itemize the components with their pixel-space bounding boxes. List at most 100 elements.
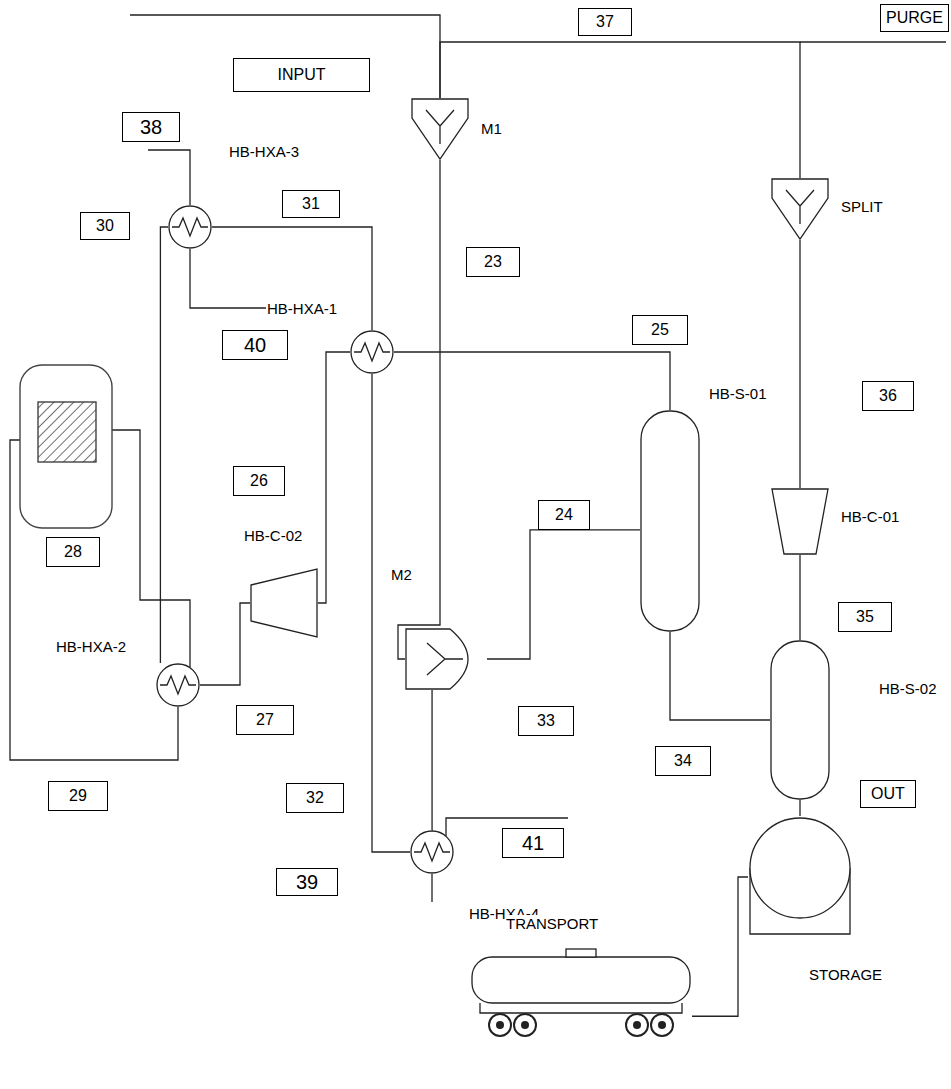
cooling-line-38 [148, 150, 190, 205]
mixer-symbol [411, 98, 469, 160]
stream-line [394, 352, 670, 410]
equipment-name: SPLIT [840, 198, 884, 216]
stream-callout: PURGE [880, 4, 949, 32]
equipment-name: HB-C-02 [243, 527, 303, 545]
stream-callout: 23 [466, 247, 520, 277]
stream-callout: 32 [286, 783, 344, 813]
mixer-symbol [405, 628, 487, 690]
stream-line [212, 227, 372, 330]
callout-number: 25 [651, 321, 669, 339]
callout-number: PURGE [886, 9, 943, 27]
equipment-node: M1 [411, 98, 469, 160]
equipment-name: HB-HXA-3 [228, 143, 300, 161]
equipment-node: HB-HXA-4 [410, 830, 454, 874]
stream-callout: 39 [276, 868, 338, 896]
stream-line [487, 530, 640, 659]
compressor-symbol [250, 568, 318, 638]
equipment-node: SPLIT [771, 178, 829, 240]
stream-callout: 37 [578, 8, 632, 36]
stream-line [160, 227, 168, 663]
equipment-name: HB-S-01 [708, 385, 768, 403]
stream-callout: 36 [862, 381, 914, 411]
callout-number: 36 [879, 387, 897, 405]
equipment-node: M2 [405, 628, 487, 690]
stream-callout: 31 [282, 190, 340, 218]
reactor-outlet-line [112, 430, 190, 667]
stream-line [800, 555, 801, 640]
stream-callout: 34 [655, 746, 711, 776]
heat-exchanger-symbol [156, 663, 200, 707]
stream-line [440, 42, 800, 178]
purge-line [800, 41, 946, 42]
callout-number: 37 [596, 13, 614, 31]
stream-callout: 41 [502, 828, 564, 858]
storage-tank [748, 816, 852, 938]
stream-line [398, 160, 440, 659]
stream-line [318, 352, 350, 603]
callout-number: 40 [244, 334, 266, 357]
compressor-symbol [771, 488, 829, 555]
callout-number: 29 [69, 787, 87, 805]
equipment-name: HB-HXA-1 [266, 300, 338, 318]
stream-callout: 26 [233, 466, 285, 496]
heat-exchanger-symbol [410, 830, 454, 874]
callout-number: OUT [871, 785, 905, 803]
rail-tank-car [470, 945, 692, 1040]
equipment-node: HB-S-01 [640, 410, 700, 632]
callout-number: 27 [256, 711, 274, 729]
equipment-name: TRANSPORT [505, 915, 599, 933]
separator-vessel [770, 640, 830, 800]
stream-callout: 38 [122, 112, 180, 142]
equipment-node: HB-HXA-3 [168, 205, 212, 249]
callout-number: 41 [522, 832, 544, 855]
callout-number: INPUT [278, 66, 326, 84]
stream-callout: 25 [632, 315, 688, 345]
callout-number: 24 [555, 506, 573, 524]
separator-vessel [640, 410, 700, 632]
stream-callout: 28 [46, 537, 100, 567]
equipment-name: M1 [480, 120, 503, 138]
callout-number: 32 [306, 789, 324, 807]
reactor [20, 365, 112, 528]
equipment-name: M2 [390, 566, 413, 584]
equipment-node: TRANSPORT [470, 945, 692, 1040]
stream-callout: INPUT [233, 58, 370, 92]
stream-callout: 30 [80, 212, 130, 240]
stream-callout: 33 [518, 706, 574, 736]
stream-line [692, 877, 748, 1016]
callout-number: 26 [250, 472, 268, 490]
callout-number: 31 [302, 195, 320, 213]
callout-number: 34 [674, 752, 692, 770]
stream-line [800, 240, 801, 488]
equipment-name: HB-HXA-2 [55, 638, 127, 656]
equipment-name: HB-S-02 [878, 680, 938, 698]
input-line [130, 15, 440, 98]
cooling-line-39 [431, 874, 432, 902]
callout-number: 30 [96, 217, 114, 235]
equipment-node: HB-C-02 [250, 568, 318, 638]
equipment-node: HB-HXA-2 [156, 663, 200, 707]
callout-number: 39 [296, 871, 318, 894]
equipment-name: STORAGE [808, 966, 883, 984]
stream-callout: 29 [48, 781, 108, 811]
callout-number: 35 [856, 608, 874, 626]
callout-number: 28 [64, 543, 82, 561]
equipment-name: HB-C-01 [840, 508, 900, 526]
callout-number: 38 [140, 116, 162, 139]
mixer-symbol [771, 178, 829, 240]
stream-callout: OUT [860, 780, 916, 808]
heat-exchanger-symbol [168, 205, 212, 249]
stream-line [800, 800, 801, 816]
stream-callout: 24 [538, 500, 590, 530]
equipment-node: HB-S-02 [770, 640, 830, 800]
callout-number: 23 [484, 253, 502, 271]
stream-callout: 27 [236, 705, 294, 735]
stream-line [200, 603, 250, 685]
stream-line [670, 632, 770, 720]
equipment-node: HB-C-01 [771, 488, 829, 555]
heat-exchanger-symbol [350, 330, 394, 374]
equipment-node: HB-HXA-1 [350, 330, 394, 374]
callout-number: 33 [537, 712, 555, 730]
stream-line [432, 690, 433, 830]
